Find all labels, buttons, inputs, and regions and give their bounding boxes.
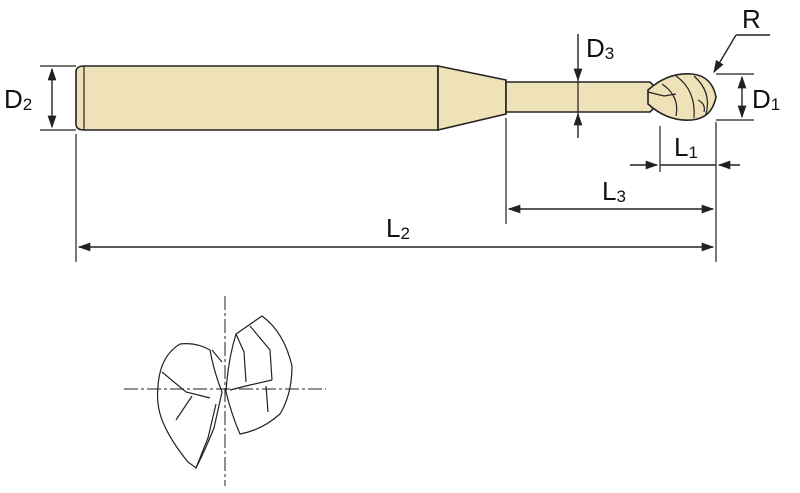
l3-label: L3 (602, 176, 626, 206)
d3-dimension: D3 (573, 33, 614, 138)
d2-dimension: D2 (4, 65, 76, 131)
l2-dimension: L2 (75, 134, 715, 262)
taper (437, 65, 507, 132)
d3-label: D3 (586, 33, 614, 63)
r-label: R (742, 4, 761, 34)
end-view-right-flute (225, 315, 293, 435)
end-view-left-flute (156, 343, 223, 469)
d2-label: D2 (4, 84, 32, 114)
ball-head (647, 73, 717, 121)
l2-label: L2 (386, 213, 410, 243)
d1-dimension: D1 (716, 73, 780, 121)
l1-label: L1 (674, 132, 698, 162)
r-callout: R (713, 4, 770, 74)
neck (505, 81, 659, 113)
shank (75, 65, 439, 131)
l1-dimension: L1 (630, 122, 740, 172)
end-view (124, 296, 326, 486)
tool-side-view (75, 65, 717, 132)
d1-label: D1 (752, 84, 780, 114)
l3-dimension: L3 (505, 118, 717, 262)
